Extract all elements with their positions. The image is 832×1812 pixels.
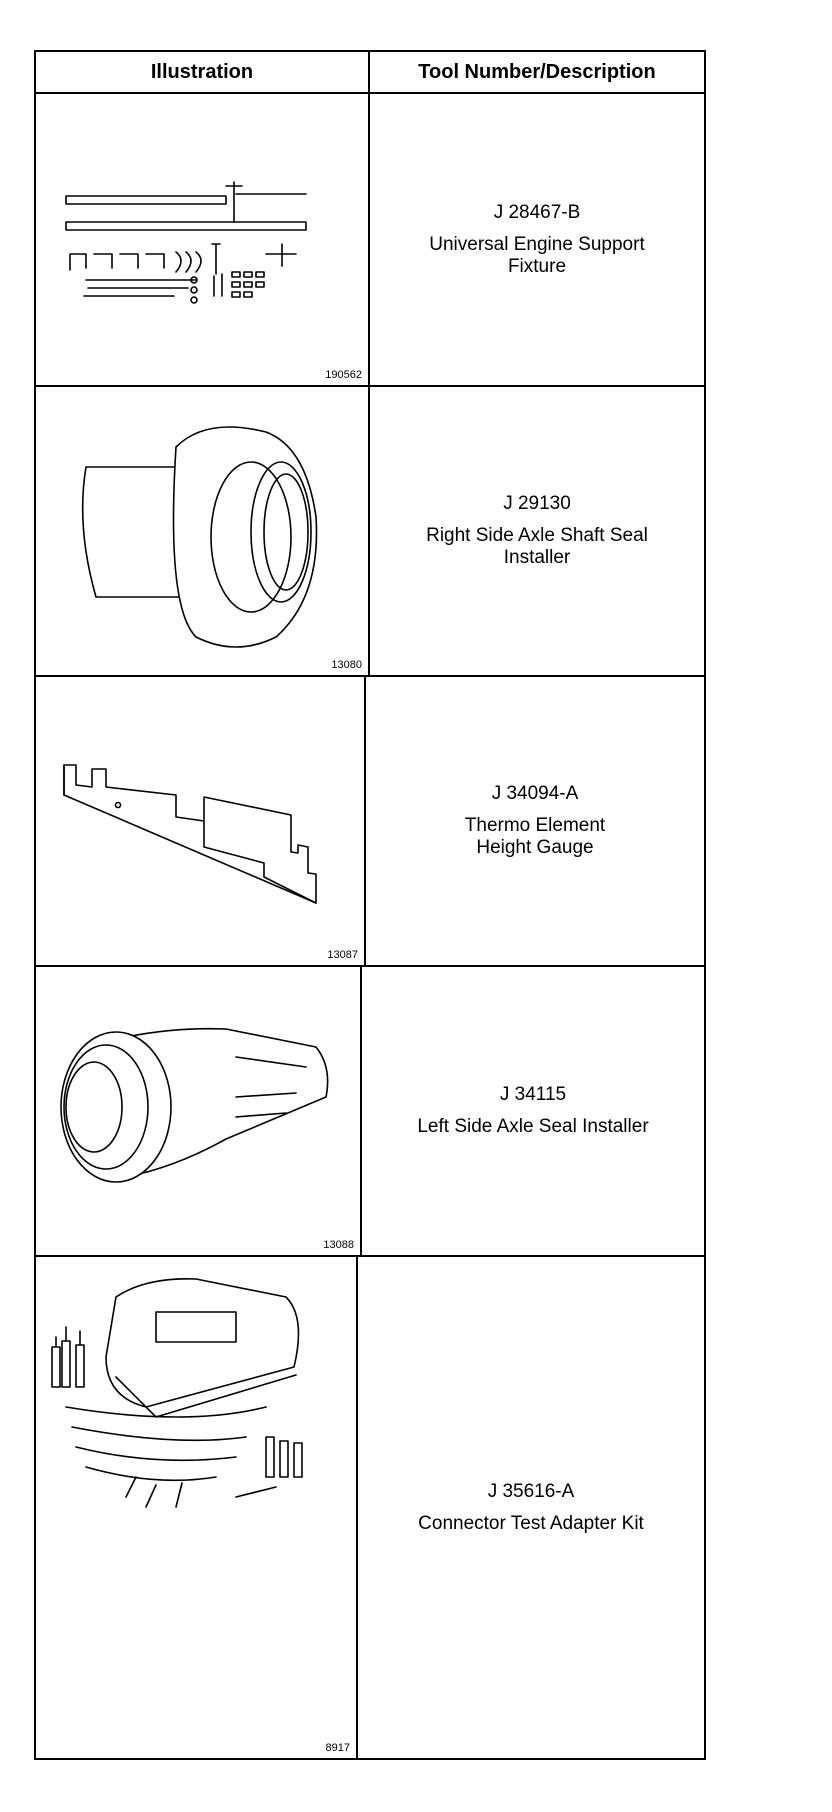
illustration-cell: 13087 <box>36 677 366 965</box>
table-row: 13088 J 34115 Left Side Axle Seal Instal… <box>36 967 704 1257</box>
tool-description: J 35616-A Connector Test Adapter Kit <box>358 1257 704 1758</box>
figure-number: 190562 <box>325 369 362 381</box>
tool-description: J 34115 Left Side Axle Seal Installer <box>362 967 704 1255</box>
tool-name: Right Side Axle Shaft Seal Installer <box>426 525 648 568</box>
figure-number: 13087 <box>327 949 358 961</box>
left-axle-seal-installer-icon <box>60 1027 329 1183</box>
tool-name: Left Side Axle Seal Installer <box>417 1116 649 1137</box>
table-row: 8917 J 35616-A Connector Test Adapter Ki… <box>36 1257 704 1758</box>
illustration-cell: 8917 <box>36 1257 358 1758</box>
tool-number: J 35616-A <box>487 1480 575 1502</box>
figure-number: 13080 <box>331 659 362 671</box>
height-gauge-icon <box>63 764 317 904</box>
tool-header: Tool Number/Description <box>418 61 656 83</box>
connector-test-kit-icon <box>51 1278 303 1508</box>
tool-name: Thermo Element Height Gauge <box>464 815 606 858</box>
tool-description: J 34094-A Thermo Element Height Gauge <box>366 677 704 965</box>
tool-number: J 34094-A <box>491 783 579 804</box>
tool-name: Universal Engine Support Fixture <box>429 233 645 277</box>
engine-support-fixture-icon <box>65 181 307 304</box>
tool-description: J 29130 Right Side Axle Shaft Seal Insta… <box>370 387 704 675</box>
tool-number: J 34115 <box>499 1084 567 1105</box>
illustration-cell: 13080 <box>36 387 370 675</box>
table-header: Illustration Tool Number/Description <box>36 52 704 94</box>
illustration-header: Illustration <box>36 52 370 92</box>
illustration-cell: 190562 <box>36 94 370 385</box>
tool-number: J 29130 <box>503 493 571 514</box>
table-row: 13087 J 34094-A Thermo Element Height Ga… <box>36 677 704 967</box>
tool-table: Illustration Tool Number/Description <box>34 50 706 1760</box>
illustration-cell: 13088 <box>36 967 362 1255</box>
figure-number: 8917 <box>325 1742 350 1754</box>
tool-description: J 28467-B Universal Engine Support Fixtu… <box>370 94 704 385</box>
table-row: 190562 J 28467-B Universal Engine Suppor… <box>36 94 704 387</box>
tool-name: Connector Test Adapter Kit <box>418 1512 644 1534</box>
table-row: 13080 J 29130 Right Side Axle Shaft Seal… <box>36 387 704 677</box>
tool-number: J 28467-B <box>493 201 581 223</box>
right-axle-seal-installer-icon <box>81 426 318 648</box>
figure-number: 13088 <box>323 1239 354 1251</box>
